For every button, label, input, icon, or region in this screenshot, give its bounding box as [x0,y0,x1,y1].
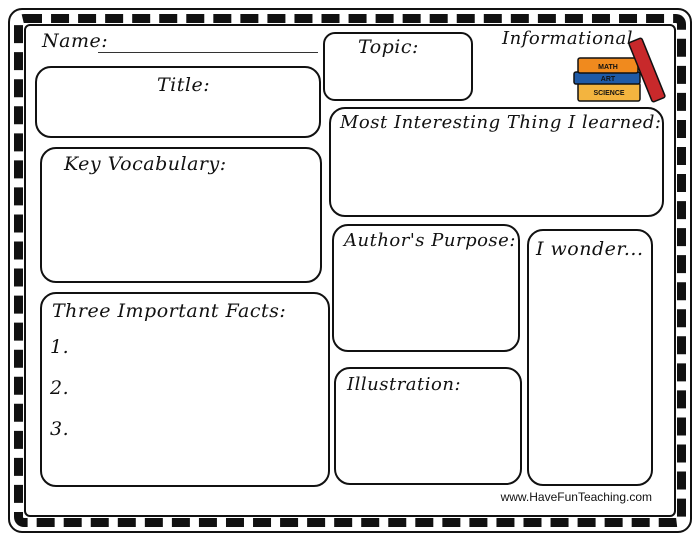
dashed-border [14,14,686,527]
most-interesting-box[interactable] [329,107,664,217]
authors-purpose-box[interactable] [332,224,520,352]
fact-number-1: 1. [50,336,70,358]
outer-frame [8,8,692,533]
i-wonder-label: I wonder... [536,238,644,260]
key-vocabulary-box[interactable] [40,147,322,283]
book-leaning-red [628,37,666,103]
authors-purpose-label: Author's Purpose: [344,230,516,251]
svg-text:ART: ART [601,76,616,83]
fact-number-3: 3. [50,418,70,440]
title-label: Title: [157,74,211,96]
name-label: Name: [42,30,109,52]
books-icon: SCIENCE ART MATH [573,37,666,103]
svg-text:MATH: MATH [598,64,618,71]
illustration-label: Illustration: [347,374,462,395]
title-box[interactable] [35,66,321,138]
three-facts-box[interactable] [40,292,330,487]
name-line[interactable] [98,52,318,53]
key-vocabulary-label: Key Vocabulary: [64,153,227,175]
website-footer: www.HaveFunTeaching.com [500,490,652,504]
svg-text:SCIENCE: SCIENCE [593,90,624,97]
book-art: ART [573,71,641,85]
topic-label: Topic: [358,36,419,58]
book-math: MATH [577,57,639,74]
i-wonder-box[interactable] [527,229,653,486]
informational-label: Informational [502,28,634,49]
book-science: SCIENCE [577,82,641,102]
topic-box[interactable] [323,32,473,101]
three-facts-label: Three Important Facts: [52,300,287,322]
most-interesting-label: Most Interesting Thing I learned: [340,112,662,133]
fact-number-2: 2. [50,377,70,399]
illustration-box[interactable] [334,367,522,485]
